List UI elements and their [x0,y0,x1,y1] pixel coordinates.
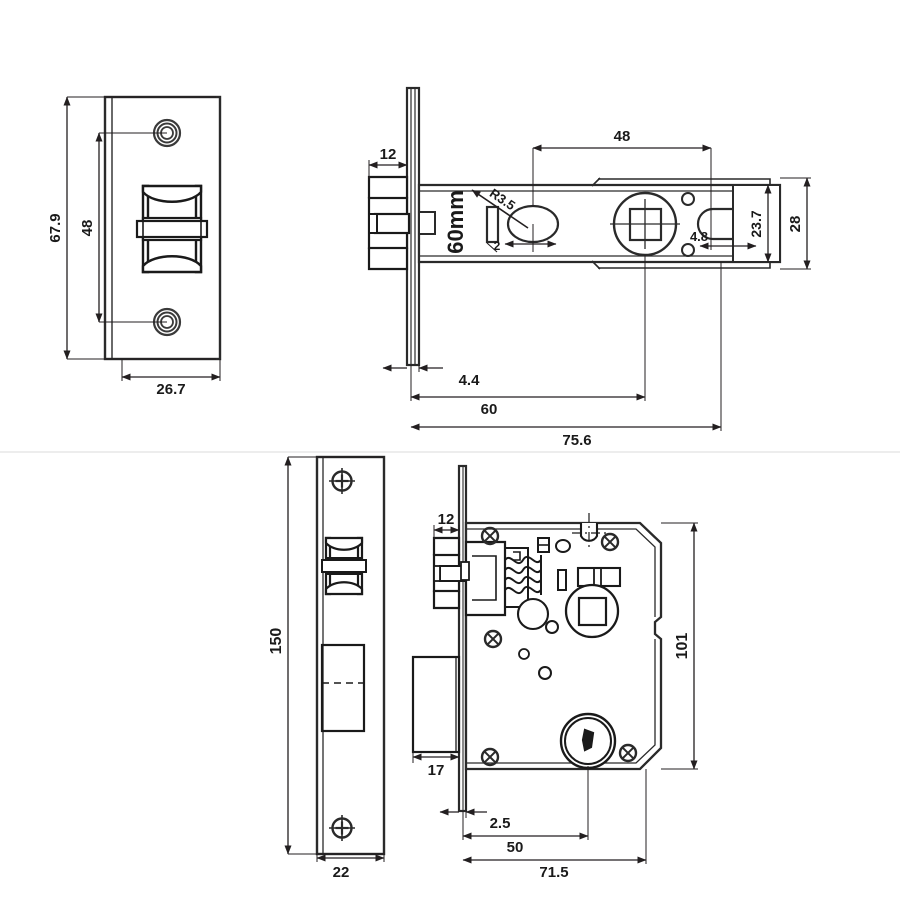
dimension-75-6: 75.6 [410,262,722,449]
dimension-label-26-7: 26.7 [156,381,185,398]
dimension-2: 2 [486,224,557,253]
forend-roller [321,536,367,596]
lockcase-internals [516,513,622,770]
dimension-label-2-5: 2.5 [490,815,511,832]
dimension-23-7: 23.7 [748,184,772,263]
dimension-label-12-bottom: 12 [438,511,455,528]
lockbody-roller-head [432,536,465,610]
dimension-50: 50 [462,766,589,856]
view-top-right-latch-plan: R3.5 60mm 2 12 48 23.7 [367,86,811,449]
dimension-label-60: 60 [481,401,498,418]
forend-bolt-slot [320,643,366,733]
dimension-label-101: 101 [674,633,691,660]
dimension-label-60mm: 60mm [443,190,468,254]
dimension-48-left: 48 [79,132,167,323]
dimension-label-17: 17 [428,762,445,779]
forend-outline [315,455,386,856]
dimension-150: 150 [268,456,384,855]
dimension-26-7: 26.7 [121,359,221,398]
dimension-4-4: 4.4 [382,364,481,389]
dimension-label-75-6: 75.6 [562,432,591,449]
dimension-71-5: 71.5 [462,769,647,881]
view-bottom-left-forend: 150 22 [268,455,386,881]
roller-latch-shape [135,184,209,274]
dimension-4-8: 4.8 [690,229,757,250]
dimension-label-150: 150 [268,628,285,655]
forend-screw-bottom [327,813,357,843]
dimension-label-48-left: 48 [79,220,96,237]
dimension-12-top: 12 [368,146,408,180]
dimension-17: 17 [412,752,460,779]
dimension-label-67-9: 67.9 [47,213,64,242]
forend-screw-top [327,466,357,496]
deadbolt [411,655,461,754]
latch-carrier-spring [460,540,542,617]
dimension-67-9: 67.9 [47,96,216,360]
dimension-label-48-top: 48 [614,128,631,145]
dimension-label-71-5: 71.5 [539,864,568,881]
roller-head-side [367,175,411,271]
dimension-2-5: 2.5 [439,769,511,832]
view-bottom-right-lock-body: 12 101 17 2.5 50 [411,464,698,881]
dimension-28: 28 [780,177,811,270]
dimension-label-23-7: 23.7 [748,210,764,237]
dimension-label-4-4: 4.4 [459,372,481,389]
dimension-101: 101 [661,522,698,770]
dimension-label-12-top: 12 [380,146,397,163]
dimension-22: 22 [316,854,385,881]
dimension-12-bottom: 12 [433,511,460,542]
dimension-48-top: 48 [532,128,712,250]
dimension-60: 60 [410,255,646,418]
dimension-label-50: 50 [507,839,524,856]
view-top-left-strike-plate: 67.9 48 26.7 [47,95,222,398]
dimension-label-2: 2 [494,239,501,253]
dimension-label-28: 28 [787,216,804,233]
dimension-label-22: 22 [333,864,350,881]
dimension-label-4-8: 4.8 [690,229,708,244]
